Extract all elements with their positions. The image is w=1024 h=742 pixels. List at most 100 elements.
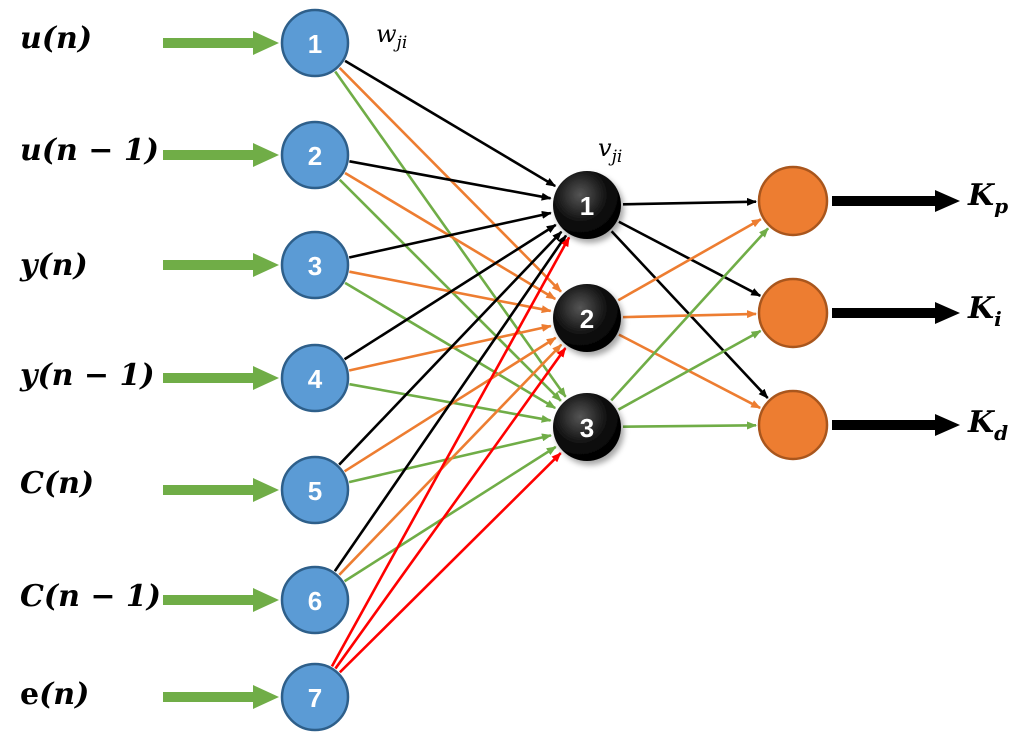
input-label-6: C(n − 1) [20, 579, 161, 614]
input-node-4: 4 [280, 343, 350, 413]
link-input-6-to-hidden-2 [338, 343, 563, 576]
hidden-node-3: 3 [553, 393, 621, 461]
input-label-symbol: u [20, 21, 42, 56]
input-label-symbol: C [20, 579, 44, 614]
input-node-3: 3 [280, 230, 350, 300]
input-label-args: (n) [37, 248, 87, 283]
hidden-node-number: 2 [580, 304, 594, 334]
input-arrow-head-4 [253, 366, 279, 390]
input-arrows [163, 31, 279, 709]
input-arrow-head-2 [253, 143, 279, 167]
input-label-symbol: C [20, 466, 44, 501]
output-arrow-shaft-2 [832, 308, 937, 318]
hidden-layer: 1 2 3 [553, 171, 621, 461]
hidden-node-circle [553, 393, 621, 461]
input-node-circle [280, 455, 350, 525]
input-node-circle [280, 8, 350, 78]
input-arrow-head-6 [253, 588, 279, 612]
output-label-3: Kd [967, 405, 1008, 445]
input-node-number: 1 [308, 29, 322, 59]
output-node-1 [757, 165, 829, 237]
input-node-circle [280, 565, 350, 635]
input-arrow-shaft-2 [163, 150, 255, 160]
input-label-7: e(n) [20, 677, 89, 712]
output-layer [757, 165, 829, 461]
output-arrow-head-2 [935, 302, 960, 324]
input-label-symbol: e [20, 677, 39, 712]
link-input-4-to-hidden-1 [343, 223, 557, 361]
input-arrow-shaft-7 [163, 692, 255, 702]
hidden-output-links [610, 197, 770, 430]
link-input-5-to-hidden-1 [338, 230, 563, 466]
link-input-7-to-hidden-3 [338, 452, 562, 674]
output-arrow-head-3 [935, 414, 960, 436]
input-label-3: y(n) [19, 248, 88, 283]
output-arrow-shaft-3 [832, 420, 937, 430]
output-arrow-head-1 [935, 190, 960, 212]
input-label-args: (n) [42, 21, 92, 56]
link-input-7-to-hidden-2 [334, 347, 567, 670]
input-arrow-head-5 [253, 478, 279, 502]
input-arrow-head-3 [253, 253, 279, 277]
link-input-7-to-hidden-1 [330, 236, 571, 667]
input-node-6: 6 [280, 565, 350, 635]
input-label-4: y(n − 1) [19, 358, 155, 393]
input-node-number: 2 [308, 141, 322, 171]
hidden-node-1: 1 [553, 171, 621, 239]
hidden-node-number: 1 [580, 191, 594, 221]
input-layer: 1 2 3 4 5 6 7 [280, 8, 350, 732]
link-input-6-to-hidden-1 [333, 234, 568, 572]
output-arrows [832, 190, 960, 436]
link-hidden-3-to-output-2 [617, 329, 762, 411]
link-input-6-to-hidden-3 [343, 445, 557, 583]
link-input-1-to-hidden-1 [344, 59, 557, 188]
input-arrow-shaft-4 [163, 373, 255, 383]
input-node-circle [280, 343, 350, 413]
input-label-args: (n) [44, 466, 94, 501]
weight-label-w: wji [376, 20, 407, 53]
hidden-node-2: 2 [553, 284, 621, 352]
hidden-node-number: 3 [580, 413, 594, 443]
input-node-circle [280, 120, 350, 190]
input-labels: u(n)u(n − 1)y(n)y(n − 1)C(n)C(n − 1)e(n) [19, 21, 161, 712]
input-node-2: 2 [280, 120, 350, 190]
input-node-1: 1 [280, 8, 350, 78]
input-node-circle [280, 230, 350, 300]
input-node-number: 4 [308, 364, 323, 394]
input-arrow-shaft-5 [163, 485, 255, 495]
input-arrow-shaft-3 [163, 260, 255, 270]
link-hidden-1-to-output-1 [622, 197, 758, 206]
link-input-3-to-hidden-1 [348, 211, 552, 259]
output-arrow-shaft-1 [832, 196, 937, 206]
input-label-args: (n − 1) [42, 133, 159, 168]
input-label-symbol: y [19, 248, 40, 283]
weight-label-v: vji [598, 134, 622, 167]
output-node-3 [757, 389, 829, 461]
input-node-5: 5 [280, 455, 350, 525]
input-arrow-head-7 [253, 685, 279, 709]
link-input-2-to-hidden-1 [349, 160, 552, 201]
output-node-2 [757, 277, 829, 349]
input-label-args: (n) [39, 677, 89, 712]
input-node-circle [280, 662, 350, 732]
input-arrow-shaft-1 [163, 38, 255, 48]
input-label-symbol: y [19, 358, 40, 393]
hidden-node-circle [553, 171, 621, 239]
input-label-args: (n − 1) [37, 358, 154, 393]
input-node-7: 7 [280, 662, 350, 732]
input-arrow-shaft-6 [163, 595, 255, 605]
input-node-number: 6 [308, 586, 322, 616]
input-node-number: 3 [308, 251, 322, 281]
input-label-2: u(n − 1) [20, 133, 159, 168]
output-label-2: Ki [967, 291, 1002, 331]
hidden-node-circle [553, 284, 621, 352]
input-arrow-head-1 [253, 31, 279, 55]
input-hidden-links [330, 59, 571, 674]
input-label-args: (n − 1) [44, 579, 161, 614]
input-node-number: 5 [308, 476, 322, 506]
link-hidden-2-to-output-1 [617, 218, 762, 302]
link-hidden-3-to-output-3 [622, 421, 758, 430]
input-node-number: 7 [308, 683, 322, 713]
